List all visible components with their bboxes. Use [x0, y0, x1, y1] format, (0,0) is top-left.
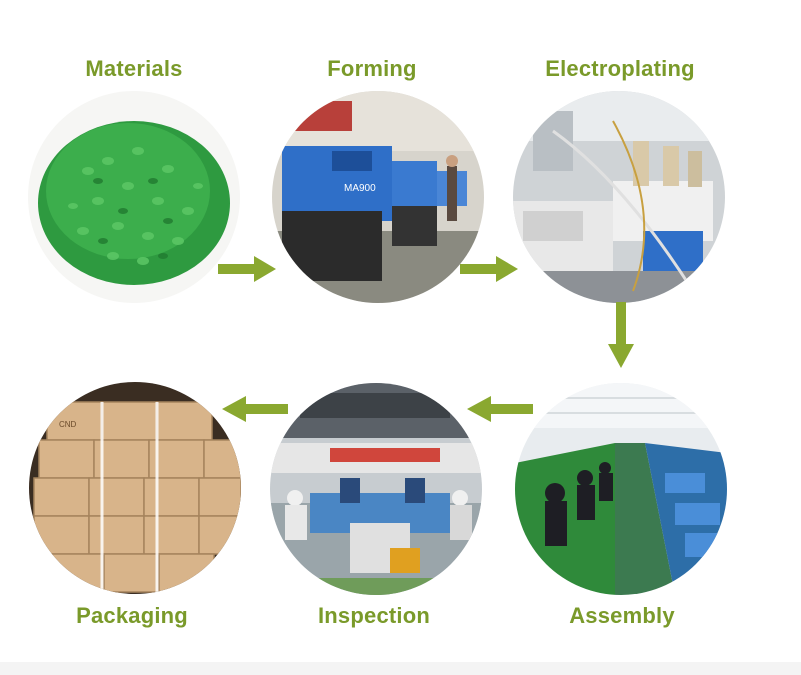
arrow-right-icon	[218, 256, 276, 282]
electroplating-photo	[513, 91, 725, 303]
machine-text: MA900	[344, 183, 376, 194]
step-label-assembly: Assembly	[569, 603, 675, 628]
assembly-image	[515, 383, 727, 595]
materials-photo	[28, 91, 240, 303]
molding-machines-image: MA900	[272, 91, 484, 303]
step-label-forming: Forming	[327, 56, 417, 81]
forming-photo: MA900	[272, 91, 484, 303]
boxes-image: CND	[29, 382, 241, 594]
arrow-down-icon	[608, 302, 634, 368]
arrow-electroplating-to-assembly	[608, 302, 634, 368]
arrow-assembly-to-inspection	[467, 396, 533, 422]
step-label-electroplating: Electroplating	[545, 56, 695, 81]
pellets-image	[28, 91, 240, 303]
arrow-left-icon	[467, 396, 533, 422]
arrow-forming-to-electroplating	[460, 256, 518, 282]
arrow-inspection-to-packaging	[222, 396, 288, 422]
inspection-photo	[270, 383, 482, 595]
step-label-inspection: Inspection	[317, 603, 430, 628]
assembly-photo	[515, 383, 727, 595]
arrow-left-icon	[222, 396, 288, 422]
step-label-materials: Materials	[85, 56, 183, 81]
packaging-photo: CND	[29, 382, 241, 594]
arrow-right-icon	[460, 256, 518, 282]
inspection-image	[270, 383, 482, 595]
footer-strip	[0, 662, 801, 675]
electroplating-image	[513, 91, 725, 303]
arrow-materials-to-forming	[218, 256, 276, 282]
box-text: CND	[59, 420, 77, 429]
step-label-packaging: Packaging	[76, 603, 188, 628]
